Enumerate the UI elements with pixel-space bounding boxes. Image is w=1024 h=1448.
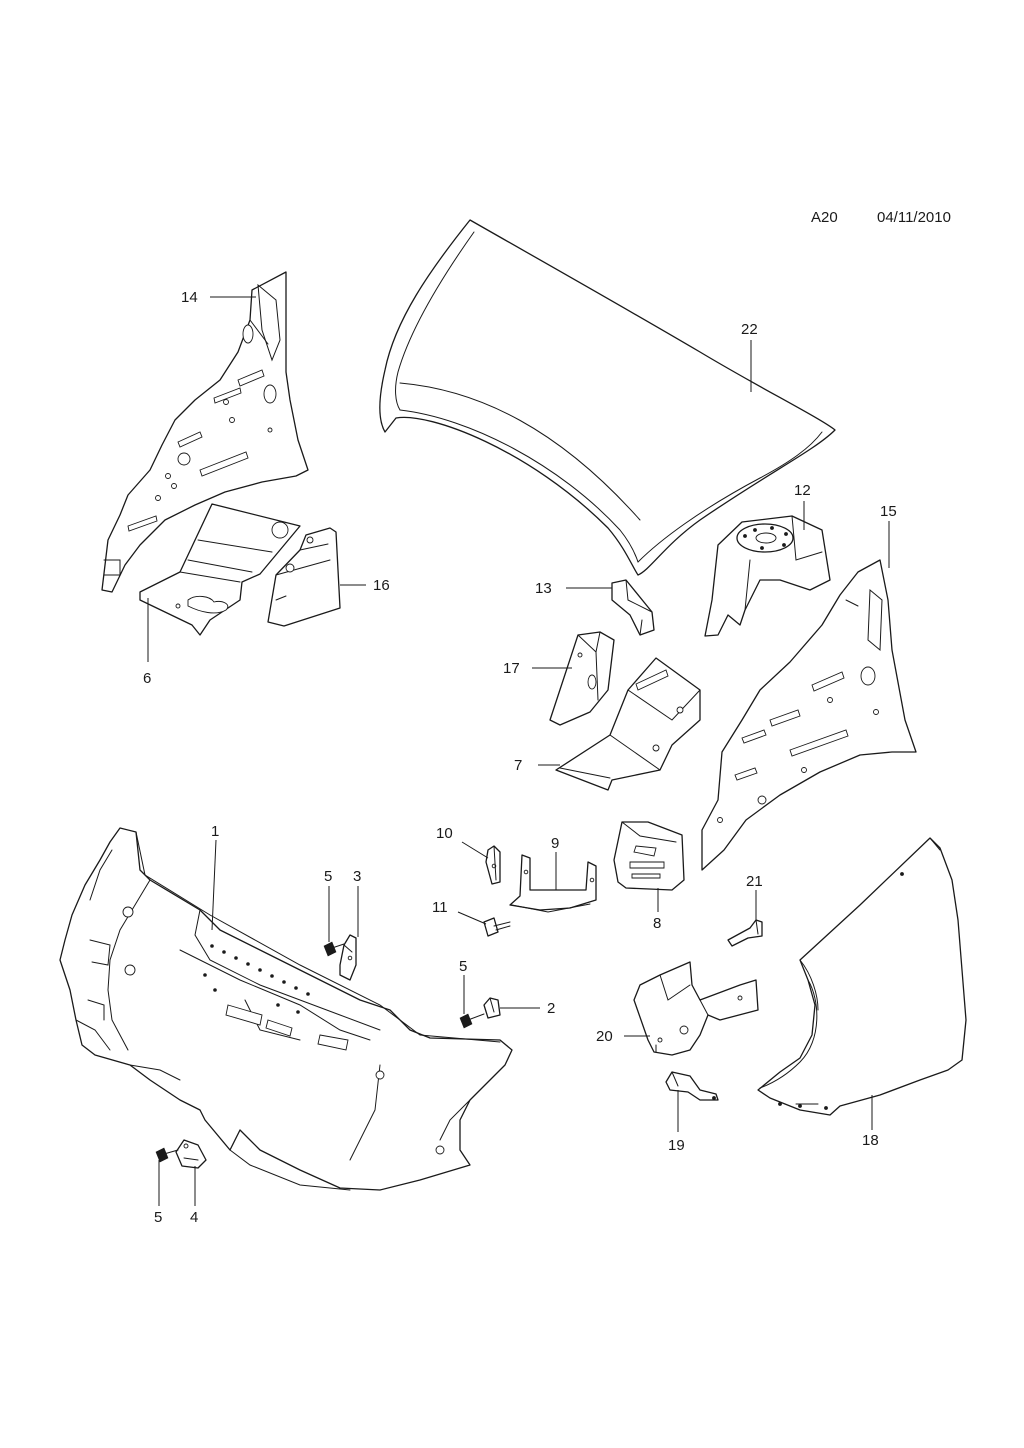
callout-5b: 5	[459, 958, 467, 975]
part-8-bracket-plate	[613, 821, 685, 891]
part-2-small-bracket	[483, 997, 501, 1019]
callout-10: 10	[436, 825, 453, 842]
leader-1	[211, 839, 217, 931]
part-11-bolt	[483, 917, 511, 937]
part-4-bracket	[175, 1139, 207, 1169]
leader-lines	[147, 296, 890, 1206]
callout-11: 11	[432, 899, 448, 916]
part-10-clip	[485, 845, 501, 885]
callout-21: 21	[746, 873, 763, 890]
callout-17: 17	[503, 660, 520, 677]
callout-12: 12	[794, 482, 811, 499]
callout-7: 7	[514, 757, 522, 774]
callout-2: 2	[547, 1000, 555, 1017]
callout-8: 8	[653, 915, 661, 932]
part-16-left-bracket	[267, 527, 341, 627]
part-20-headlamp-bracket	[633, 961, 759, 1056]
part-6-left-panel	[139, 503, 301, 636]
callout-3: 3	[353, 868, 361, 885]
leader-11	[457, 911, 487, 925]
callout-4: 4	[190, 1209, 198, 1226]
leader-10	[461, 841, 489, 859]
part-5-bolt-upper	[323, 941, 345, 957]
callout-22: 22	[741, 321, 758, 338]
part-19-small-bracket	[665, 1071, 719, 1101]
callout-6: 6	[143, 670, 151, 687]
callout-18: 18	[862, 1132, 879, 1149]
part-12-right-strut-mount	[704, 515, 831, 637]
part-1-front-end-carrier	[59, 827, 513, 1191]
callout-1: 1	[211, 823, 219, 840]
part-22-bonnet	[379, 219, 836, 576]
callout-5a: 5	[324, 868, 332, 885]
callout-15: 15	[880, 503, 897, 520]
part-13-small-bracket	[611, 579, 655, 636]
sheet-code: A20	[811, 209, 838, 226]
callout-14: 14	[181, 289, 198, 306]
part-3-bracket	[339, 934, 357, 981]
callout-16: 16	[373, 577, 390, 594]
part-5-bolt-lower	[155, 1147, 179, 1163]
part-21-small-bracket	[727, 919, 763, 947]
callout-19: 19	[668, 1137, 685, 1154]
part-18-front-wing	[757, 837, 967, 1116]
part-5-bolt-middle	[459, 1013, 485, 1029]
callout-5c: 5	[154, 1209, 162, 1226]
part-17-side-plate	[549, 631, 615, 726]
part-15-right-inner-wheel-arch	[701, 559, 917, 871]
sheet-date: 04/11/2010	[877, 209, 951, 226]
part-9-lower-bracket	[509, 854, 597, 913]
callout-9: 9	[551, 835, 559, 852]
callout-20: 20	[596, 1028, 613, 1045]
part-14-left-inner-wheel-arch	[101, 271, 309, 593]
callout-numbers: 22 14 6 16 12 15 13 17 7 1 10 9 8 5 3 11…	[143, 289, 897, 1226]
part-7-right-panel	[555, 657, 701, 791]
callout-13: 13	[535, 580, 552, 597]
